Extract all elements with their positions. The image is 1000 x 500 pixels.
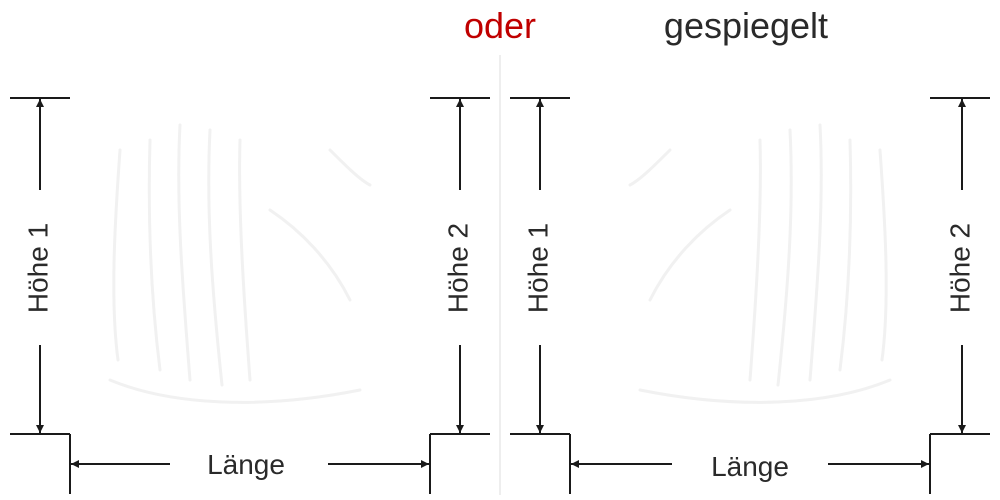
mirrored-height1-label: Höhe 1 (522, 223, 553, 313)
left-panel: Höhe 1 Höhe 2 Länge (10, 97, 490, 494)
mirrored-length-label: Länge (711, 451, 789, 482)
height1-label: Höhe 1 (22, 223, 53, 313)
mirrored-height2-label: Höhe 2 (944, 223, 975, 313)
right-watermark-sketch (628, 123, 892, 404)
or-label: oder (464, 5, 536, 46)
right-panel: Höhe 1 Höhe 2 Länge (510, 97, 990, 494)
height2-label: Höhe 2 (442, 223, 473, 313)
length-label: Länge (207, 449, 285, 480)
mirrored-label: gespiegelt (664, 5, 828, 46)
left-watermark-sketch (108, 123, 372, 404)
